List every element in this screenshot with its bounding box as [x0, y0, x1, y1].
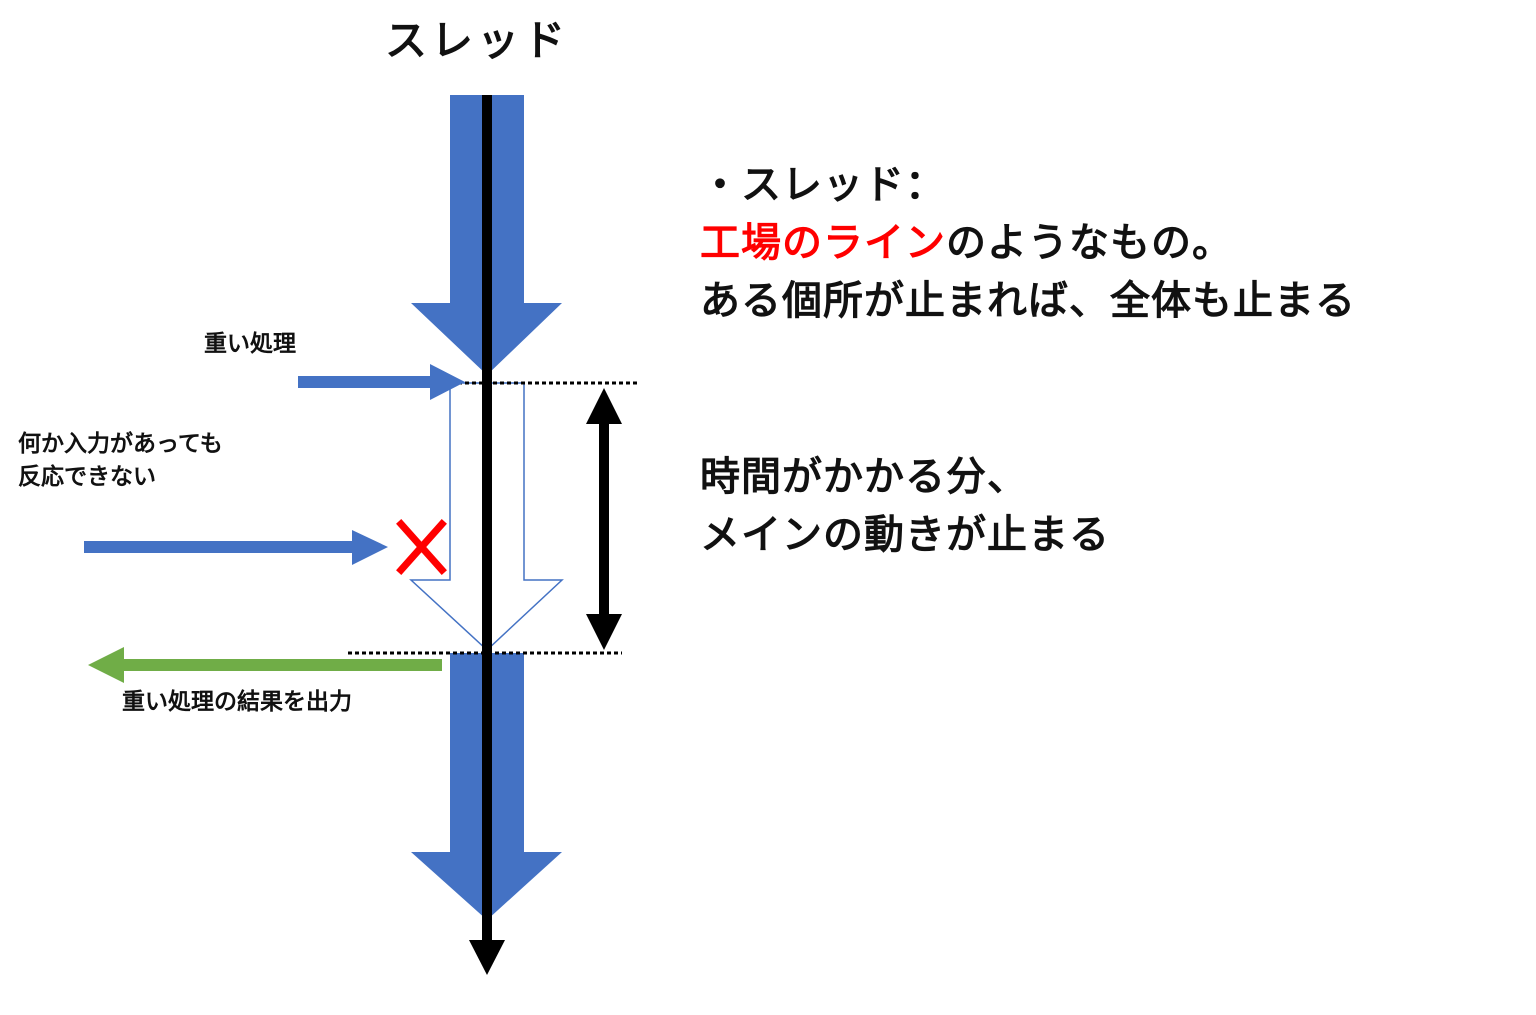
blocked-x-icon	[396, 519, 447, 575]
heavy-process-arrow	[298, 364, 465, 400]
duration-arrow-shaft	[599, 420, 609, 620]
time-text-line2: メインの動きが止まる	[700, 512, 1110, 558]
heavy-process-label: 重い処理	[204, 331, 296, 357]
duration-arrow-up-head	[586, 388, 622, 424]
description-line3: ある個所が止まれば、全体も止まる	[700, 278, 1356, 324]
output-label: 重い処理の結果を出力	[122, 689, 352, 715]
output-arrow	[88, 647, 442, 683]
input-label-line2: 反応できない	[18, 464, 156, 490]
diagram-title: スレッド	[385, 16, 570, 65]
duration-arrow-down-head	[586, 614, 622, 650]
description-heading: ・スレッド：	[700, 162, 946, 208]
description-line2: 工場のラインのようなもの。	[700, 223, 1233, 263]
description-line2-rest: のようなもの。	[946, 220, 1233, 266]
timeline-arrowhead	[469, 940, 505, 975]
time-text-line1: 時間がかかる分、	[700, 454, 1028, 500]
input-arrow	[84, 530, 388, 565]
timeline-line	[482, 95, 492, 945]
highlight-text: 工場のライン	[700, 220, 946, 266]
input-label-line1: 何か入力があっても	[18, 431, 223, 457]
